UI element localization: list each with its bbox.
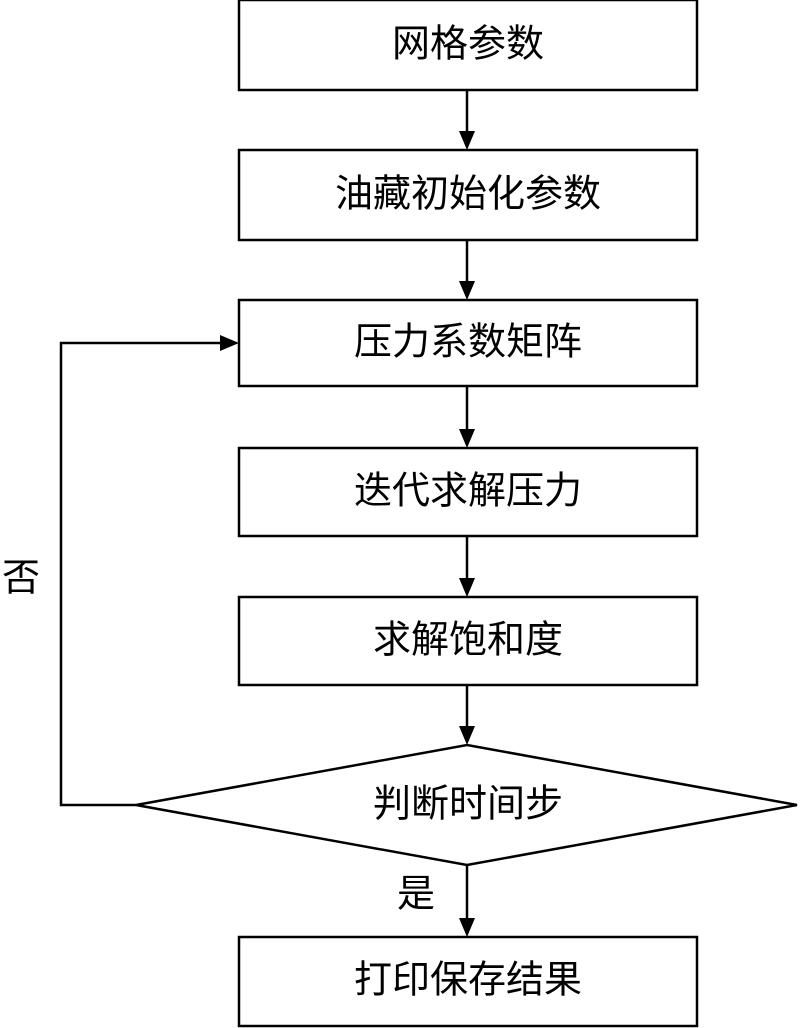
box-reservoir-init-parameters <box>237 148 699 242</box>
box-solve-saturation <box>237 595 699 687</box>
yes-label: 是 <box>397 872 435 916</box>
arrowhead-5 <box>459 726 475 745</box>
step-print-save-results: 打印保存结果 <box>354 958 582 1002</box>
arrowhead-3 <box>459 429 475 448</box>
step-grid-parameters: 网格参数 <box>392 22 544 66</box>
box-iterative-pressure-solve <box>237 446 699 538</box>
step-solve-saturation: 求解饱和度 <box>373 618 563 662</box>
no-label: 否 <box>2 556 40 600</box>
loop-back-line <box>59 341 224 807</box>
arrowhead-4 <box>459 578 475 597</box>
arrowhead-2 <box>459 281 475 300</box>
step-pressure-coefficient-matrix: 压力系数矩阵 <box>354 320 582 364</box>
step-reservoir-init-parameters: 油藏初始化参数 <box>335 172 601 216</box>
box-grid-parameters <box>237 0 699 92</box>
decision-label: 判断时间步 <box>373 782 563 826</box>
arrowhead-1 <box>459 131 475 150</box>
box-print-save-results <box>237 935 699 1028</box>
arrowhead-yes <box>459 918 475 937</box>
arrowhead-loop-back <box>220 335 239 351</box>
step-iterative-pressure-solve: 迭代求解压力 <box>354 469 582 513</box>
